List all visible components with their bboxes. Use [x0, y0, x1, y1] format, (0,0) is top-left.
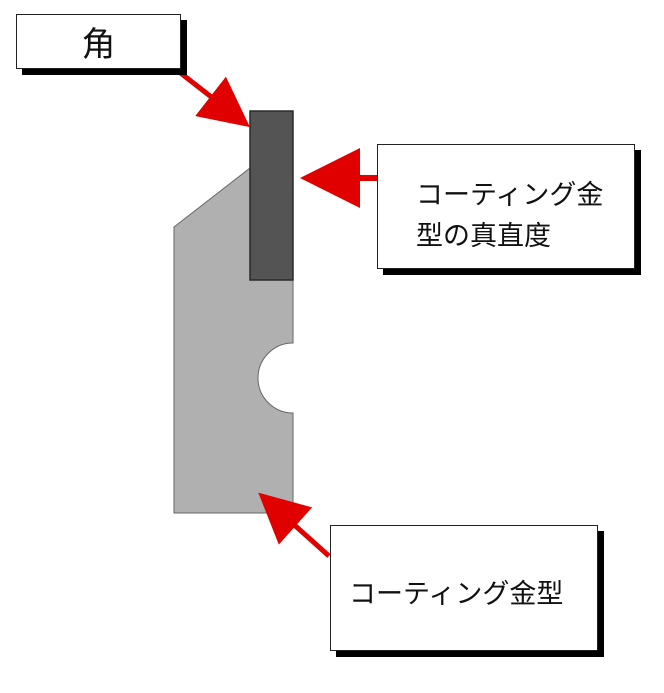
- die-straightness-label-line2: 型の真直度: [416, 221, 551, 252]
- corner-callout: 角: [16, 14, 181, 69]
- coating-die-label: コーティング金型: [349, 579, 564, 610]
- coating-layer: [249, 110, 294, 281]
- arrow-icon: [258, 492, 331, 558]
- coating-die-callout: コーティング金型: [330, 525, 598, 651]
- corner-label: 角: [81, 25, 116, 65]
- arrow-icon: [176, 69, 250, 128]
- die-straightness-callout: コーティング金 型の真直度: [377, 144, 635, 269]
- die-straightness-label-line1: コーティング金: [416, 180, 604, 211]
